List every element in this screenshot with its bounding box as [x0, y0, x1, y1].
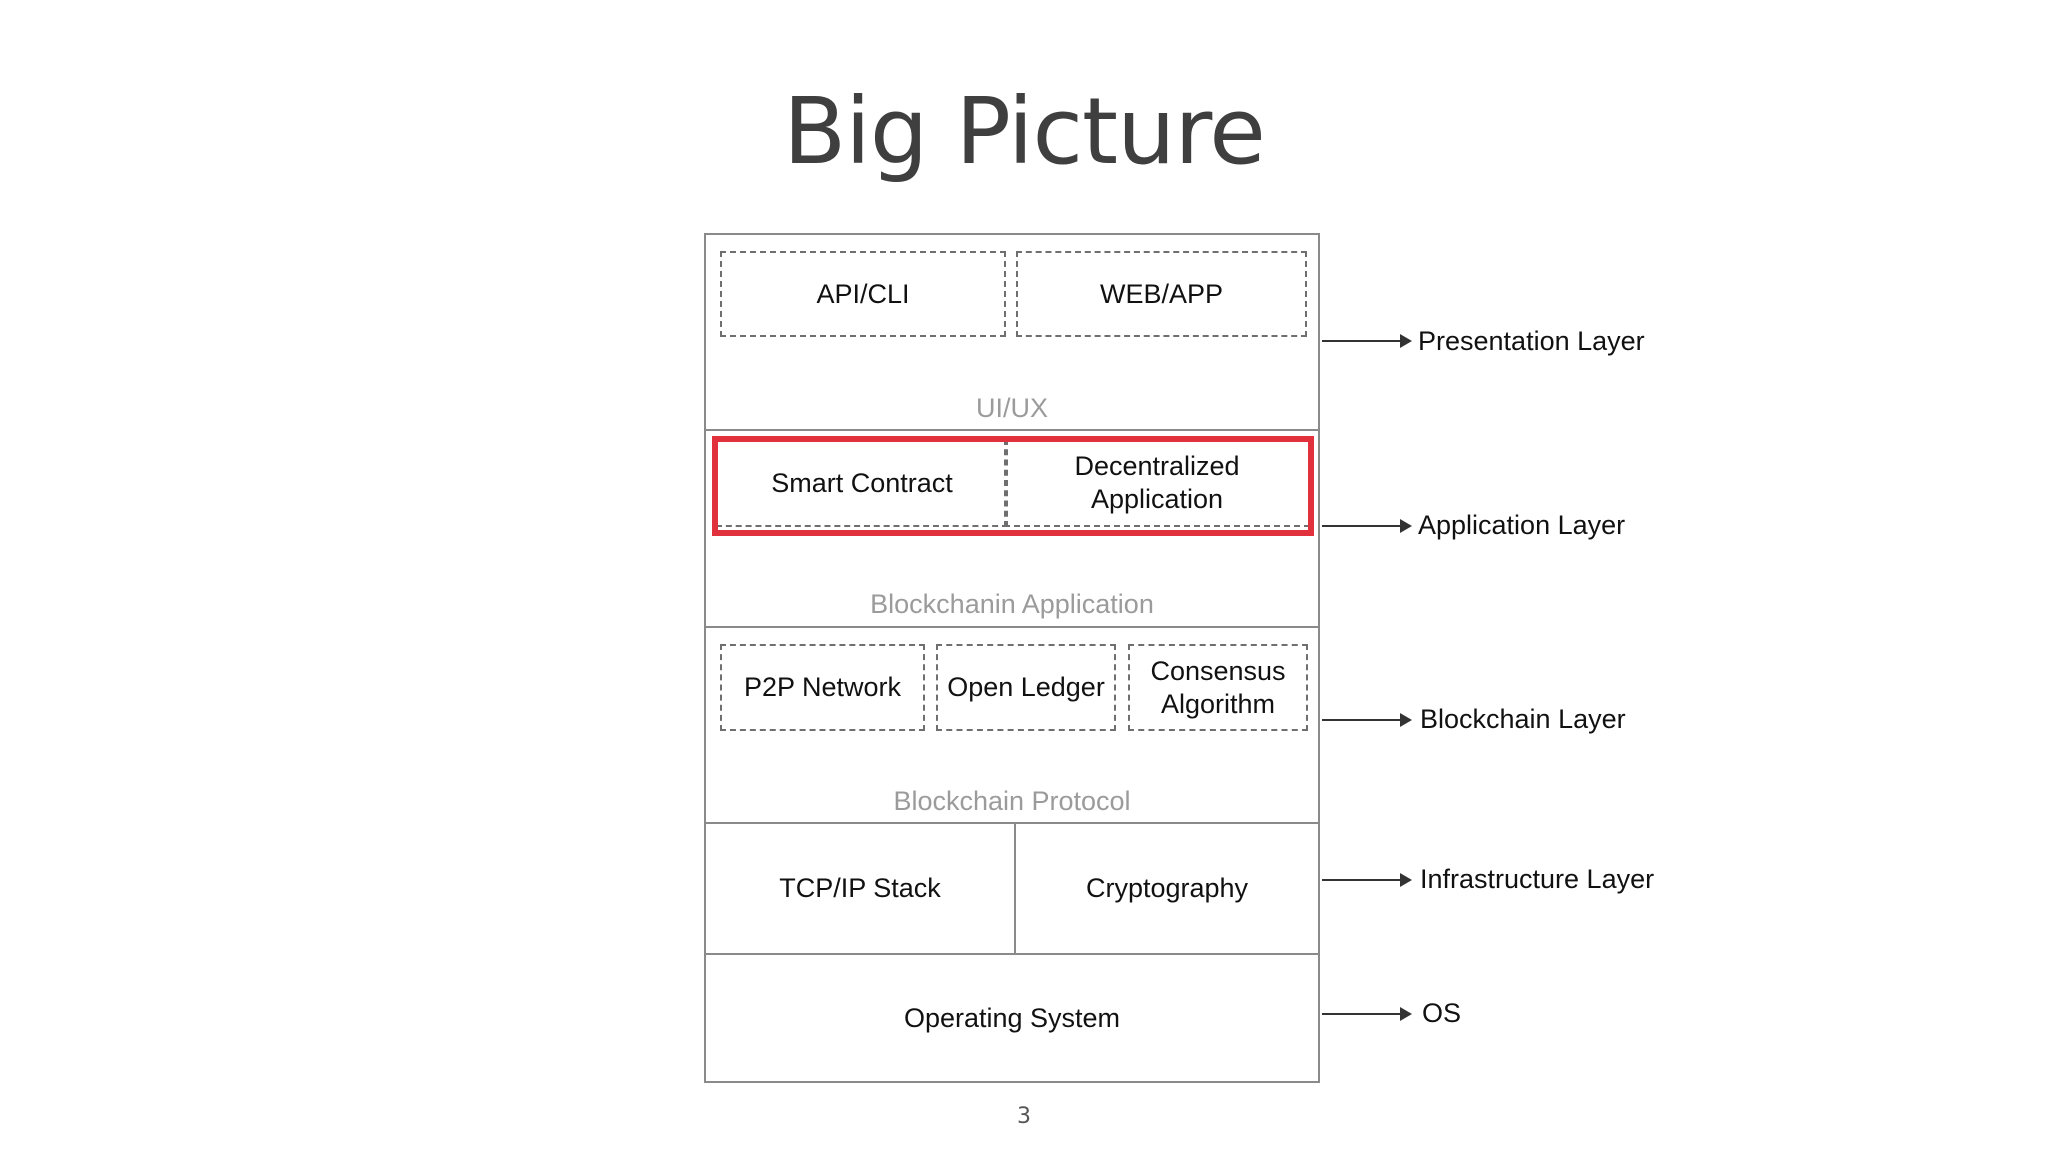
web-app-box: WEB/APP: [1016, 251, 1307, 337]
slide-title: Big Picture: [783, 78, 1266, 185]
blockchain-protocol-caption: Blockchain Protocol: [893, 786, 1131, 816]
presentation-section: API/CLI WEB/APP UI/UX: [706, 235, 1318, 431]
tcp-ip-stack-label: TCP/IP Stack: [779, 873, 941, 903]
infrastructure-section: TCP/IP Stack Cryptography: [706, 824, 1318, 955]
presentation-arrow: [1322, 334, 1412, 348]
p2p-network-box: P2P Network: [720, 644, 925, 731]
os-section: Operating System: [706, 955, 1318, 1081]
decentralized-application-label: Decentralized Application: [1074, 451, 1240, 514]
infrastructure-arrow: [1322, 873, 1412, 887]
application-section: Smart Contract Decentralized Application…: [706, 431, 1318, 628]
ui-ux-caption: UI/UX: [975, 393, 1048, 423]
infrastructure-layer-label: Infrastructure Layer: [1420, 864, 1655, 894]
api-cli-label: API/CLI: [816, 278, 910, 309]
os-layer-label: OS: [1422, 998, 1462, 1028]
open-ledger-box: Open Ledger: [936, 644, 1116, 731]
application-layer-label: Application Layer: [1418, 510, 1626, 540]
blockchain-layer-label: Blockchain Layer: [1420, 704, 1626, 734]
p2p-network-label: P2P Network: [743, 672, 902, 702]
operating-system-label: Operating System: [903, 1002, 1121, 1033]
tcp-ip-stack-box: TCP/IP Stack: [706, 824, 1014, 953]
architecture-stack: API/CLI WEB/APP UI/UX Smart Contract Dec…: [704, 233, 1320, 1083]
page-number: 3: [1017, 1104, 1031, 1129]
operating-system-box: Operating System: [706, 955, 1318, 1081]
highlight-frame: [712, 436, 1314, 536]
web-app-label: WEB/APP: [1099, 278, 1224, 309]
cryptography-label: Cryptography: [1085, 873, 1249, 903]
os-arrow: [1322, 1007, 1412, 1021]
protocol-section: P2P Network Open Ledger Consensus Algori…: [706, 628, 1318, 824]
consensus-algorithm-label: Consensus Algorithm: [1150, 655, 1286, 719]
presentation-layer-label: Presentation Layer: [1418, 326, 1645, 356]
api-cli-box: API/CLI: [720, 251, 1006, 337]
smart-contract-label: Smart Contract: [771, 467, 953, 498]
consensus-algorithm-box: Consensus Algorithm: [1128, 644, 1308, 731]
blockchain-arrow: [1322, 713, 1412, 727]
application-arrow: [1322, 519, 1412, 533]
blockchain-application-caption: Blockchanin Application: [870, 589, 1154, 619]
infrastructure-divider: [1014, 824, 1016, 953]
open-ledger-label: Open Ledger: [947, 672, 1105, 702]
cryptography-box: Cryptography: [1016, 824, 1318, 953]
